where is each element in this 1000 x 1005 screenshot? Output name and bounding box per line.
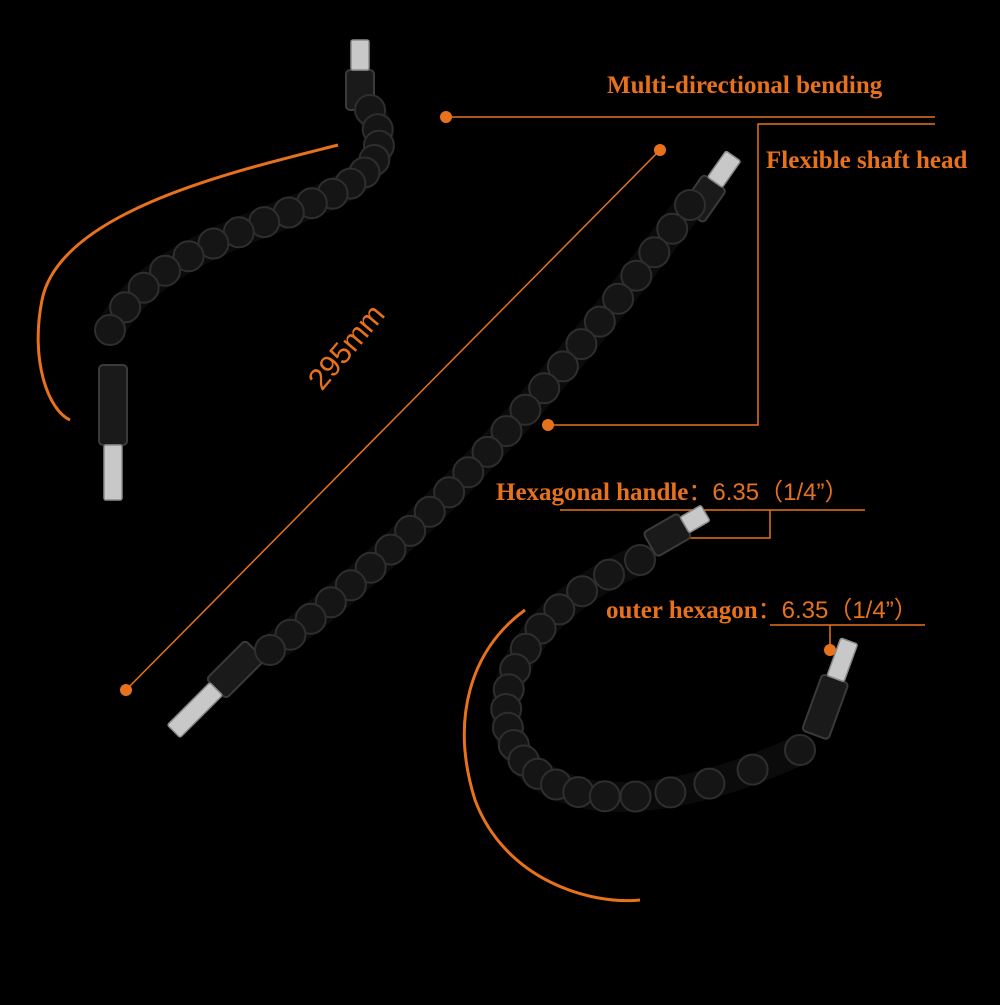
shaft-segment — [433, 476, 466, 509]
metal-tip — [826, 637, 858, 682]
shaft-segment — [566, 575, 599, 608]
shaft-head-leader-line — [548, 123, 935, 426]
shaft-segment — [638, 236, 671, 269]
bending-dot — [440, 111, 452, 123]
shaft-segment — [197, 227, 230, 260]
shaft-end-b — [801, 637, 858, 740]
metal-tip — [680, 505, 710, 533]
hex-handle-value: ：6.35（1/4”） — [688, 479, 849, 506]
bend-arc-top — [36, 143, 339, 422]
shaft-segment — [562, 776, 595, 809]
shaft-segment — [654, 776, 687, 809]
shaft-segment — [674, 189, 706, 221]
length-dot-bottom — [120, 684, 132, 696]
shaft-segment — [588, 780, 621, 813]
shaft-end-b — [98, 364, 128, 501]
shaft-segment — [546, 350, 579, 383]
metal-tip — [707, 150, 741, 188]
shaft-segment — [602, 282, 635, 315]
shaft-segment — [620, 259, 653, 292]
outer-hex-dot — [824, 644, 836, 656]
shaft-segment — [149, 254, 182, 287]
hex-handle-leader-line — [560, 509, 865, 539]
shaft-segment — [394, 514, 427, 547]
shaft-segment — [127, 271, 160, 304]
outer-hex-label: outer hexagon：6.35（1/4”） — [606, 590, 918, 625]
metal-tip — [103, 444, 123, 501]
outer-hex-name: outer hexagon — [606, 597, 758, 624]
bending-label: Multi-directional bending — [607, 72, 883, 99]
hex-handle-label: Hexagonal handle：6.35（1/4”） — [496, 472, 848, 507]
metal-tip — [350, 39, 370, 71]
shaft-end-b — [167, 640, 265, 738]
shaft-segment — [693, 767, 726, 800]
hex-handle-name: Hexagonal handle — [496, 479, 689, 506]
shaft-diagonal — [254, 189, 706, 666]
shaft-segment — [172, 240, 205, 273]
shaft-head-label: Flexible shaft head — [766, 147, 968, 174]
shaft-segment — [413, 495, 446, 528]
shaft-sleeve — [801, 673, 849, 740]
shaft-segment — [374, 533, 407, 566]
shaft-segment — [565, 328, 598, 361]
metal-tip — [167, 682, 223, 738]
shaft-segment — [784, 734, 816, 766]
shaft-segment — [736, 753, 769, 786]
shaft-bottom-right — [490, 544, 816, 813]
shaft-segment — [593, 558, 625, 591]
length-dot-top — [654, 144, 666, 156]
shaft-segment — [109, 291, 142, 324]
shaft-end-a — [643, 505, 710, 557]
shaft-top-left — [94, 94, 395, 346]
shaft-segment — [452, 456, 485, 489]
shaft-head-dot — [542, 419, 554, 431]
shaft-segment — [471, 435, 504, 468]
shaft-segment — [528, 372, 561, 405]
shaft-segment — [509, 393, 542, 426]
shaft-segment — [583, 305, 616, 338]
shaft-sleeve — [98, 364, 128, 446]
shaft-segment — [619, 780, 652, 813]
shaft-segment — [656, 212, 689, 245]
shaft-segment — [94, 314, 126, 346]
length-dimension-line — [125, 149, 661, 691]
bend-arc-bottom — [462, 608, 641, 903]
shaft-segment — [254, 634, 286, 666]
shaft-segment — [543, 593, 576, 626]
shaft-segment — [624, 544, 656, 576]
shaft-segment — [490, 415, 523, 448]
outer-hex-value: ：6.35（1/4”） — [757, 597, 918, 624]
